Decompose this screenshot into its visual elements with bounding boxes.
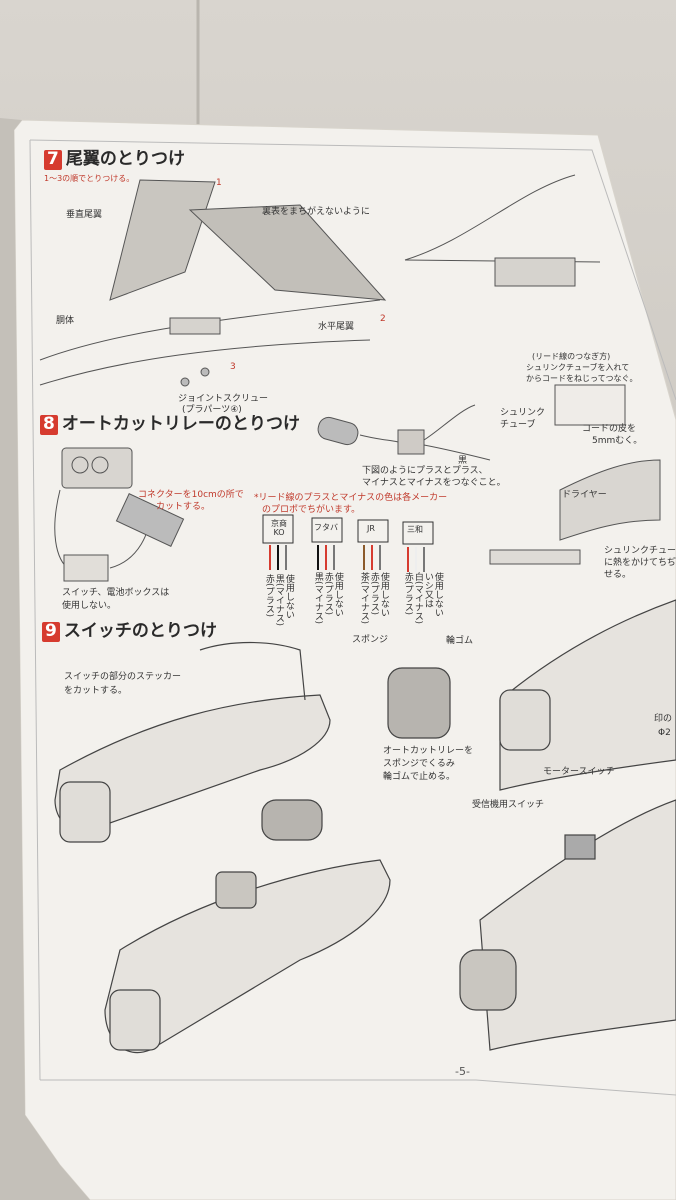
ko-col-2: 黒(マイナス) — [273, 574, 284, 627]
switch-illustration — [54, 599, 676, 1054]
shrink-heat-2: に熱をかけてちぢ — [604, 558, 676, 568]
label-receiver-switch: 受信機用スイッチ — [472, 800, 545, 810]
mark-note-2: Φ2 — [658, 728, 671, 738]
page-number: -5- — [455, 1065, 470, 1078]
sanwa-col-4: 使用しない — [432, 572, 443, 617]
ko-col-1: 赤(プラス) — [263, 574, 274, 618]
futaba-col-2: 赤(プラス) — [322, 572, 333, 616]
battery-note-2: 使用しない。 — [62, 601, 117, 611]
sticker-note-2: をカットする。 — [64, 686, 128, 696]
tail-assembly-illustration — [39, 174, 601, 387]
connector-note-1: コネクターを10cmの所で — [138, 490, 244, 500]
plus-minus-note-1: 下図のようにプラスとプラス、 — [362, 466, 488, 476]
section-8-title: オートカットリレーのとりつけ — [61, 414, 301, 434]
mark-note: 印の — [654, 714, 673, 724]
maker-name-ko: 京商 KO — [271, 519, 287, 538]
label-fuselage: 胴体 — [56, 316, 75, 326]
label-sponge: スポンジ — [352, 635, 389, 645]
sanwa-col-2: 白(マイナス) — [412, 572, 423, 625]
jr-col-3: 使用しない — [378, 572, 389, 617]
sanwa-col-3: いシ又は — [422, 572, 433, 608]
sanwa-col-1: 赤(プラス) — [402, 572, 413, 616]
jr-col-2: 赤(プラス) — [368, 572, 379, 616]
step-2-marker: 2 — [380, 314, 386, 324]
connector-note-2: カットする。 — [156, 502, 211, 512]
section-7-subtitle: 1〜3の順でとりつける。 — [44, 174, 135, 183]
maker-name-jr: JR — [367, 524, 375, 533]
wire-note-1: *リード線のプラスとマイナスの色は各メーカー — [254, 493, 448, 503]
section-7-number: 7 — [44, 149, 62, 170]
shrink-tube-1: シュリンク — [500, 408, 546, 418]
shrink-heat-3: せる。 — [604, 570, 632, 580]
label-joint-screw: ジョイントスクリュー — [178, 394, 269, 404]
maker-table-boxes — [262, 514, 434, 545]
section-8-number: 8 — [40, 414, 58, 435]
relay-note-3: 輪ゴムで止める。 — [383, 772, 456, 782]
relay-illustration — [54, 384, 661, 582]
label-black: 黒 — [458, 456, 468, 466]
shrink-heat-1: シュリンクチューブ — [604, 546, 676, 556]
futaba-col-1: 黒(マイナス) — [312, 572, 323, 625]
lead-wire-note-1: (リード線のつなぎ方) — [532, 352, 611, 361]
wire-colors — [269, 545, 425, 572]
label-horizontal-tail: 水平尾翼 — [318, 322, 355, 332]
label-joint-screw-part: (プラパーツ④) — [182, 405, 242, 415]
section-7-title: 尾翼のとりつけ — [65, 149, 186, 169]
maker-name-futaba: フタバ — [314, 523, 338, 532]
cord-skin-2: 5mmむく。 — [592, 436, 643, 446]
section-9-number: 9 — [42, 621, 60, 642]
step-1-marker: 1 — [216, 178, 222, 188]
label-dryer: ドライヤー — [562, 490, 607, 500]
ko-col-3: 使用しない — [283, 574, 294, 619]
battery-note-1: スイッチ、電池ボックスは — [62, 588, 170, 598]
maker-name-sanwa: 三和 — [407, 525, 423, 534]
shrink-tube-2: チューブ — [500, 420, 536, 430]
label-motor-switch: モータースイッチ — [543, 767, 615, 777]
label-note-top: 裏表をまちがえないように — [262, 207, 370, 217]
jr-col-1: 茶(マイナス) — [358, 572, 369, 625]
wire-note-2: のプロポでちがいます。 — [262, 505, 361, 515]
plus-minus-note-2: マイナスとマイナスをつなぐこと。 — [362, 478, 506, 488]
relay-note-1: オートカットリレーを — [383, 746, 474, 756]
label-rubber: 輪ゴム — [446, 636, 474, 646]
section-9-title: スイッチのとりつけ — [63, 621, 218, 641]
relay-note-2: スポンジでくるみ — [383, 759, 455, 769]
lead-wire-note-3: からコードをねじってつなぐ。 — [526, 374, 638, 383]
label-vertical-tail: 垂直尾翼 — [66, 210, 103, 220]
futaba-col-3: 使用しない — [332, 572, 343, 617]
cord-skin-1: コードの皮を — [582, 424, 637, 434]
sticker-note-1: スイッチの部分のステッカー — [64, 672, 182, 682]
step-3-marker: 3 — [230, 362, 236, 372]
lead-wire-note-2: シュリンクチューブを入れて — [526, 363, 630, 372]
